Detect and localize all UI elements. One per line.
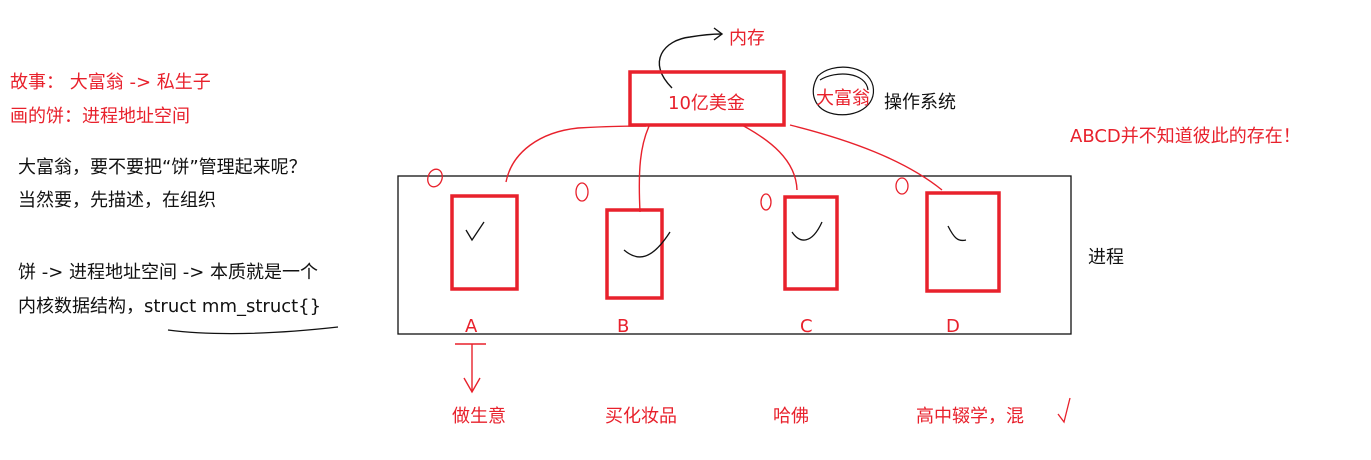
zero-a bbox=[427, 168, 443, 188]
check-a bbox=[465, 221, 485, 242]
rich-man-label: 大富翁 bbox=[816, 88, 870, 109]
child-box-c bbox=[783, 195, 839, 291]
memory-label: 内存 bbox=[729, 28, 765, 49]
link-c bbox=[739, 123, 798, 191]
memory-arrow-head bbox=[713, 27, 724, 41]
link-a bbox=[505, 125, 647, 183]
memory-arrow bbox=[658, 33, 722, 89]
check-d-desc bbox=[1057, 397, 1071, 424]
rich-man-circle bbox=[812, 66, 875, 116]
struct-underline bbox=[167, 326, 339, 335]
child-desc-b: 买化妆品 bbox=[605, 406, 677, 427]
child-desc-d: 高中辍学，混 bbox=[916, 406, 1024, 427]
child-letter-a: A bbox=[465, 316, 478, 337]
zero-c bbox=[760, 193, 772, 211]
zero-b bbox=[575, 182, 589, 202]
pie-note: 画的饼：进程地址空间 bbox=[10, 106, 190, 127]
child-box-d bbox=[925, 191, 1001, 293]
process-frame bbox=[397, 175, 1072, 335]
process-label: 进程 bbox=[1088, 247, 1124, 268]
zero-d bbox=[895, 177, 909, 195]
child-box-b bbox=[605, 208, 664, 300]
link-b bbox=[638, 123, 651, 213]
link-d bbox=[789, 124, 943, 191]
question-line-1: 大富翁，要不要把“饼”管理起来呢？ bbox=[18, 157, 307, 178]
child-letter-b: B bbox=[617, 316, 630, 337]
child-desc-a: 做生意 bbox=[452, 406, 506, 427]
child-desc-c: 哈佛 bbox=[773, 406, 809, 427]
concept-line-2: 内核数据结构，struct mm_struct{} bbox=[18, 296, 322, 317]
check-d bbox=[947, 225, 967, 242]
arrow-a-head bbox=[463, 377, 481, 394]
child-letter-d: D bbox=[946, 316, 960, 337]
question-line-2: 当然要，先描述，在组织 bbox=[18, 190, 216, 211]
child-box-a bbox=[450, 194, 519, 291]
concept-line-1: 饼 -> 进程地址空间 -> 本质就是一个 bbox=[18, 262, 319, 283]
check-b bbox=[623, 231, 671, 258]
child-letter-c: C bbox=[800, 316, 813, 337]
money-box bbox=[628, 70, 786, 127]
story-note: 故事： 大富翁 -> 私生子 bbox=[10, 72, 211, 93]
os-label: 操作系统 bbox=[884, 92, 956, 113]
money-box-label: 10亿美金 bbox=[668, 93, 745, 114]
check-c bbox=[791, 221, 823, 241]
abcd-note: ABCD并不知道彼此的存在！ bbox=[1070, 126, 1301, 147]
